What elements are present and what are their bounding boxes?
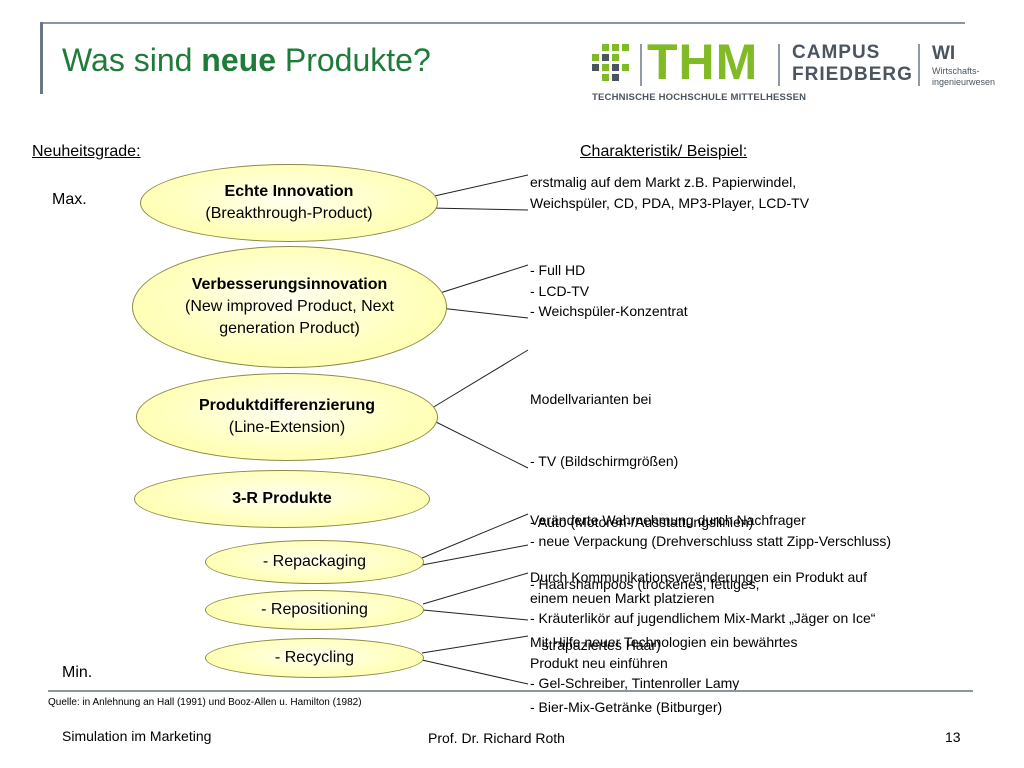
logo-dot bbox=[612, 74, 619, 81]
level-title: Echte Innovation bbox=[224, 183, 354, 200]
level-ellipse-1: Echte Innovation (Breakthrough-Product) bbox=[140, 164, 438, 242]
max-label: Max. bbox=[52, 191, 87, 208]
level-ellipse-4: 3-R Produkte bbox=[134, 470, 430, 528]
connector-line bbox=[421, 635, 529, 654]
logo-dot bbox=[602, 44, 609, 51]
logo-separator bbox=[778, 44, 780, 86]
footer-course: Simulation im Marketing bbox=[62, 728, 212, 744]
description-line: erstmalig auf dem Markt z.B. Papierwinde… bbox=[530, 174, 797, 190]
connector-line bbox=[421, 544, 529, 566]
sublevel-ellipse-recycling: - Recycling bbox=[205, 638, 424, 678]
logo-dot bbox=[602, 54, 609, 61]
logo-dot bbox=[622, 44, 629, 51]
description-line: - Full HD bbox=[530, 262, 586, 278]
header-side-rule bbox=[40, 22, 43, 94]
logo-campus-line2: FRIEDBERG bbox=[792, 64, 913, 85]
bottom-rule bbox=[48, 690, 973, 692]
description-block-3: Modellvarianten bei - TV (Bildschirmgröß… bbox=[530, 348, 760, 738]
description-line: Modellvarianten bei bbox=[530, 391, 652, 407]
description-block-5: Durch Kommunikationsveränderungen ein Pr… bbox=[530, 567, 875, 629]
logo-dot bbox=[602, 74, 609, 81]
description-line: - LCD-TV bbox=[530, 282, 590, 299]
logo-dot bbox=[612, 64, 619, 71]
sublevel-ellipse-repositioning: - Repositioning bbox=[205, 590, 424, 630]
logo-dot bbox=[602, 64, 609, 71]
description-block-6: Mit Hilfe neuer Technologien ein bewährt… bbox=[530, 632, 797, 694]
description-line: - Haarshampoos (trockenes, fettiges, bbox=[530, 575, 760, 592]
description-line: Mit Hilfe neuer Technologien ein bewährt… bbox=[530, 634, 798, 650]
logo-campus-line1: CAMPUS bbox=[792, 42, 881, 63]
connector-line bbox=[422, 609, 529, 621]
slide-title: Was sind neue Produkte? bbox=[62, 42, 431, 79]
connector-line bbox=[431, 349, 529, 409]
description-block-1: erstmalig auf dem Markt z.B. Papierwinde… bbox=[530, 172, 809, 213]
logo-dot bbox=[612, 44, 619, 51]
sublevel-label: - Repositioning bbox=[261, 601, 368, 618]
description-line: Veränderte Wahrnehmung durch Nachfrager bbox=[530, 512, 806, 528]
level-title: Produktdifferenzierung bbox=[198, 397, 375, 414]
connector-line bbox=[429, 207, 529, 211]
logo-dot bbox=[592, 64, 599, 71]
connector-line bbox=[439, 307, 529, 319]
left-column-header: Neuheitsgrade: bbox=[32, 143, 141, 160]
level-title: Verbesserungsinnovation bbox=[191, 276, 388, 293]
level-ellipse-2: Verbesserungsinnovation (New improved Pr… bbox=[132, 246, 447, 368]
connector-line bbox=[439, 264, 529, 294]
description-block-2: - Full HD - LCD-TV - Weichspüler-Konzent… bbox=[530, 260, 688, 322]
description-line: Weichspüler, CD, PDA, MP3-Player, LCD-TV bbox=[530, 194, 810, 211]
description-line: strapaziertes Haar) bbox=[530, 637, 661, 653]
logo-dot bbox=[622, 64, 629, 71]
description-line: - Kräuterlikör auf jugendlichem Mix-Mark… bbox=[530, 610, 876, 626]
sublevel-label: - Recycling bbox=[274, 649, 355, 666]
description-line: - Weichspüler-Konzentrat bbox=[530, 303, 688, 319]
level-subtitle: (Breakthrough-Product) bbox=[205, 205, 373, 222]
source-note: Quelle: in Anlehnung an Hall (1991) und … bbox=[48, 697, 362, 708]
description-line: - TV (Bildschirmgrößen) bbox=[530, 452, 679, 469]
logo-dept-sub1: Wirtschafts- bbox=[932, 66, 980, 76]
logo-separator bbox=[640, 44, 642, 86]
connector-line bbox=[422, 572, 529, 605]
logo-dept-sub2: ingenieurwesen bbox=[932, 77, 996, 87]
level-subtitle: (New improved Product, Next generation P… bbox=[185, 298, 394, 337]
right-column-header: Charakteristik/ Beispiel: bbox=[580, 143, 748, 160]
level-ellipse-3: Produktdifferenzierung (Line-Extension) bbox=[136, 373, 438, 461]
sublevel-label: - Repackaging bbox=[262, 553, 367, 570]
logo-brand-subline: TECHNISCHE HOCHSCHULE MITTELHESSEN bbox=[592, 92, 807, 103]
sublevel-ellipse-repackaging: - Repackaging bbox=[205, 540, 424, 584]
logo-brand: THM bbox=[647, 34, 759, 90]
connector-line bbox=[421, 659, 529, 685]
logo-dot bbox=[592, 54, 599, 61]
logo-dot bbox=[612, 54, 619, 61]
description-line: - Bier-Mix-Getränke (Bitburger) bbox=[530, 698, 723, 715]
description-line: einem neuen Markt platzieren bbox=[530, 589, 715, 606]
description-block-4: Veränderte Wahrnehmung durch Nachfrager … bbox=[530, 510, 891, 551]
logo-dept: WI bbox=[932, 43, 956, 64]
footer-author: Prof. Dr. Richard Roth bbox=[428, 730, 565, 746]
min-label: Min. bbox=[62, 664, 93, 681]
title-prefix: Was sind bbox=[62, 42, 202, 78]
description-line: - Gel-Schreiber, Tintenroller Lamy bbox=[530, 675, 740, 691]
title-suffix: Produkte? bbox=[275, 42, 431, 78]
connector-line bbox=[429, 174, 529, 198]
connector-line bbox=[431, 419, 529, 469]
connector-line bbox=[421, 513, 529, 559]
title-bold: neue bbox=[201, 42, 276, 78]
logo-separator bbox=[918, 44, 920, 86]
footer-page-number: 13 bbox=[945, 729, 961, 745]
thm-logo bbox=[592, 44, 637, 89]
level-title: 3-R Produkte bbox=[232, 490, 332, 507]
description-line: Durch Kommunikationsveränderungen ein Pr… bbox=[530, 569, 867, 585]
level-subtitle: (Line-Extension) bbox=[228, 419, 346, 436]
description-line: - neue Verpackung (Drehverschluss statt … bbox=[530, 532, 892, 549]
header-top-rule bbox=[40, 22, 965, 24]
description-line: Produkt neu einführen bbox=[530, 654, 668, 671]
description-line: - Auto (Motoren-/Ausstattungslinien) bbox=[530, 514, 754, 530]
